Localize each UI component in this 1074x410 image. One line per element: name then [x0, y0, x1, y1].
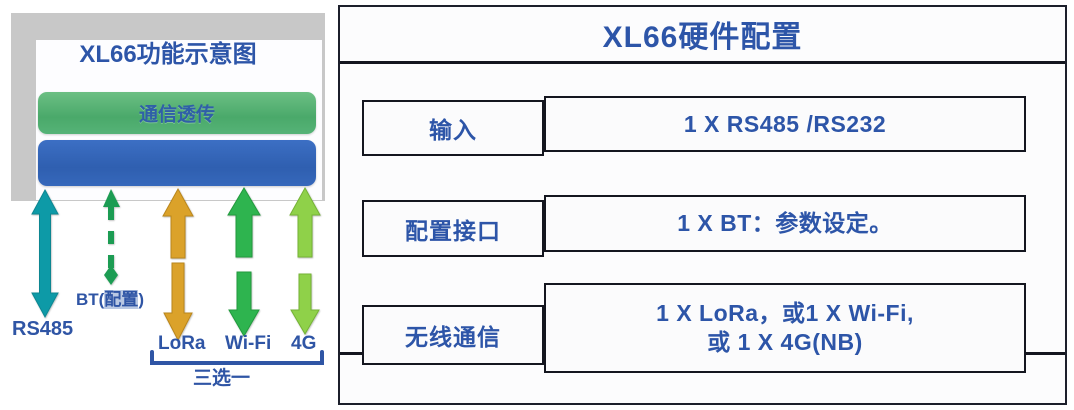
row-label-input: 输入 [362, 100, 544, 156]
diagram-title: XL66功能示意图 [79, 41, 257, 68]
table-header: XL66硬件配置 [340, 7, 1065, 64]
row-value-wireless-line2: 或 1 X 4G(NB) [707, 329, 863, 355]
label-4g: 4G [291, 333, 317, 354]
table-footer [340, 355, 1065, 403]
label-choose-one: 三选一 [193, 368, 251, 389]
label-lora: LoRa [158, 333, 206, 354]
row-value-config-interface: 1 X BT：参数设定。 [544, 195, 1026, 252]
row-value-wireless: 1 X LoRa，或1 X Wi-Fi, 或 1 X 4G(NB) [544, 283, 1026, 373]
label-bt-suffix: ) [138, 290, 144, 309]
hardware-config-table: XL66硬件配置 输入 1 X RS485 /RS232 配置接口 1 X BT… [338, 5, 1067, 405]
row-value-input: 1 X RS485 /RS232 [544, 96, 1026, 152]
module-bar-base [38, 140, 316, 186]
arrow-wifi-down [228, 271, 260, 338]
label-bt: BT(配置) [76, 285, 144, 310]
function-diagram-panel: XL66功能示意图 通信透传 [0, 0, 336, 410]
module-bar-label: 通信透传 [138, 104, 215, 126]
row-label-config-interface: 配置接口 [362, 200, 544, 257]
row-value-wireless-line1: 1 X LoRa，或1 X Wi-Fi, [656, 300, 914, 327]
label-bt-prefix: BT( [76, 290, 105, 309]
label-rs485: RS485 [12, 318, 74, 340]
arrow-lora-down [163, 262, 193, 342]
arrow-4g-down [290, 273, 320, 335]
arrow-bt [103, 189, 120, 285]
row-label-wireless: 无线通信 [362, 305, 544, 365]
label-wifi: Wi-Fi [225, 333, 272, 354]
table-body: 输入 1 X RS485 /RS232 配置接口 1 X BT：参数设定。 无线… [340, 64, 1065, 373]
table-title: XL66硬件配置 [602, 21, 803, 54]
arrow-rs485 [31, 188, 59, 319]
module-bar-transparent-transmission: 通信透传 [38, 92, 316, 134]
label-bt-highlight: 配置 [104, 290, 139, 309]
